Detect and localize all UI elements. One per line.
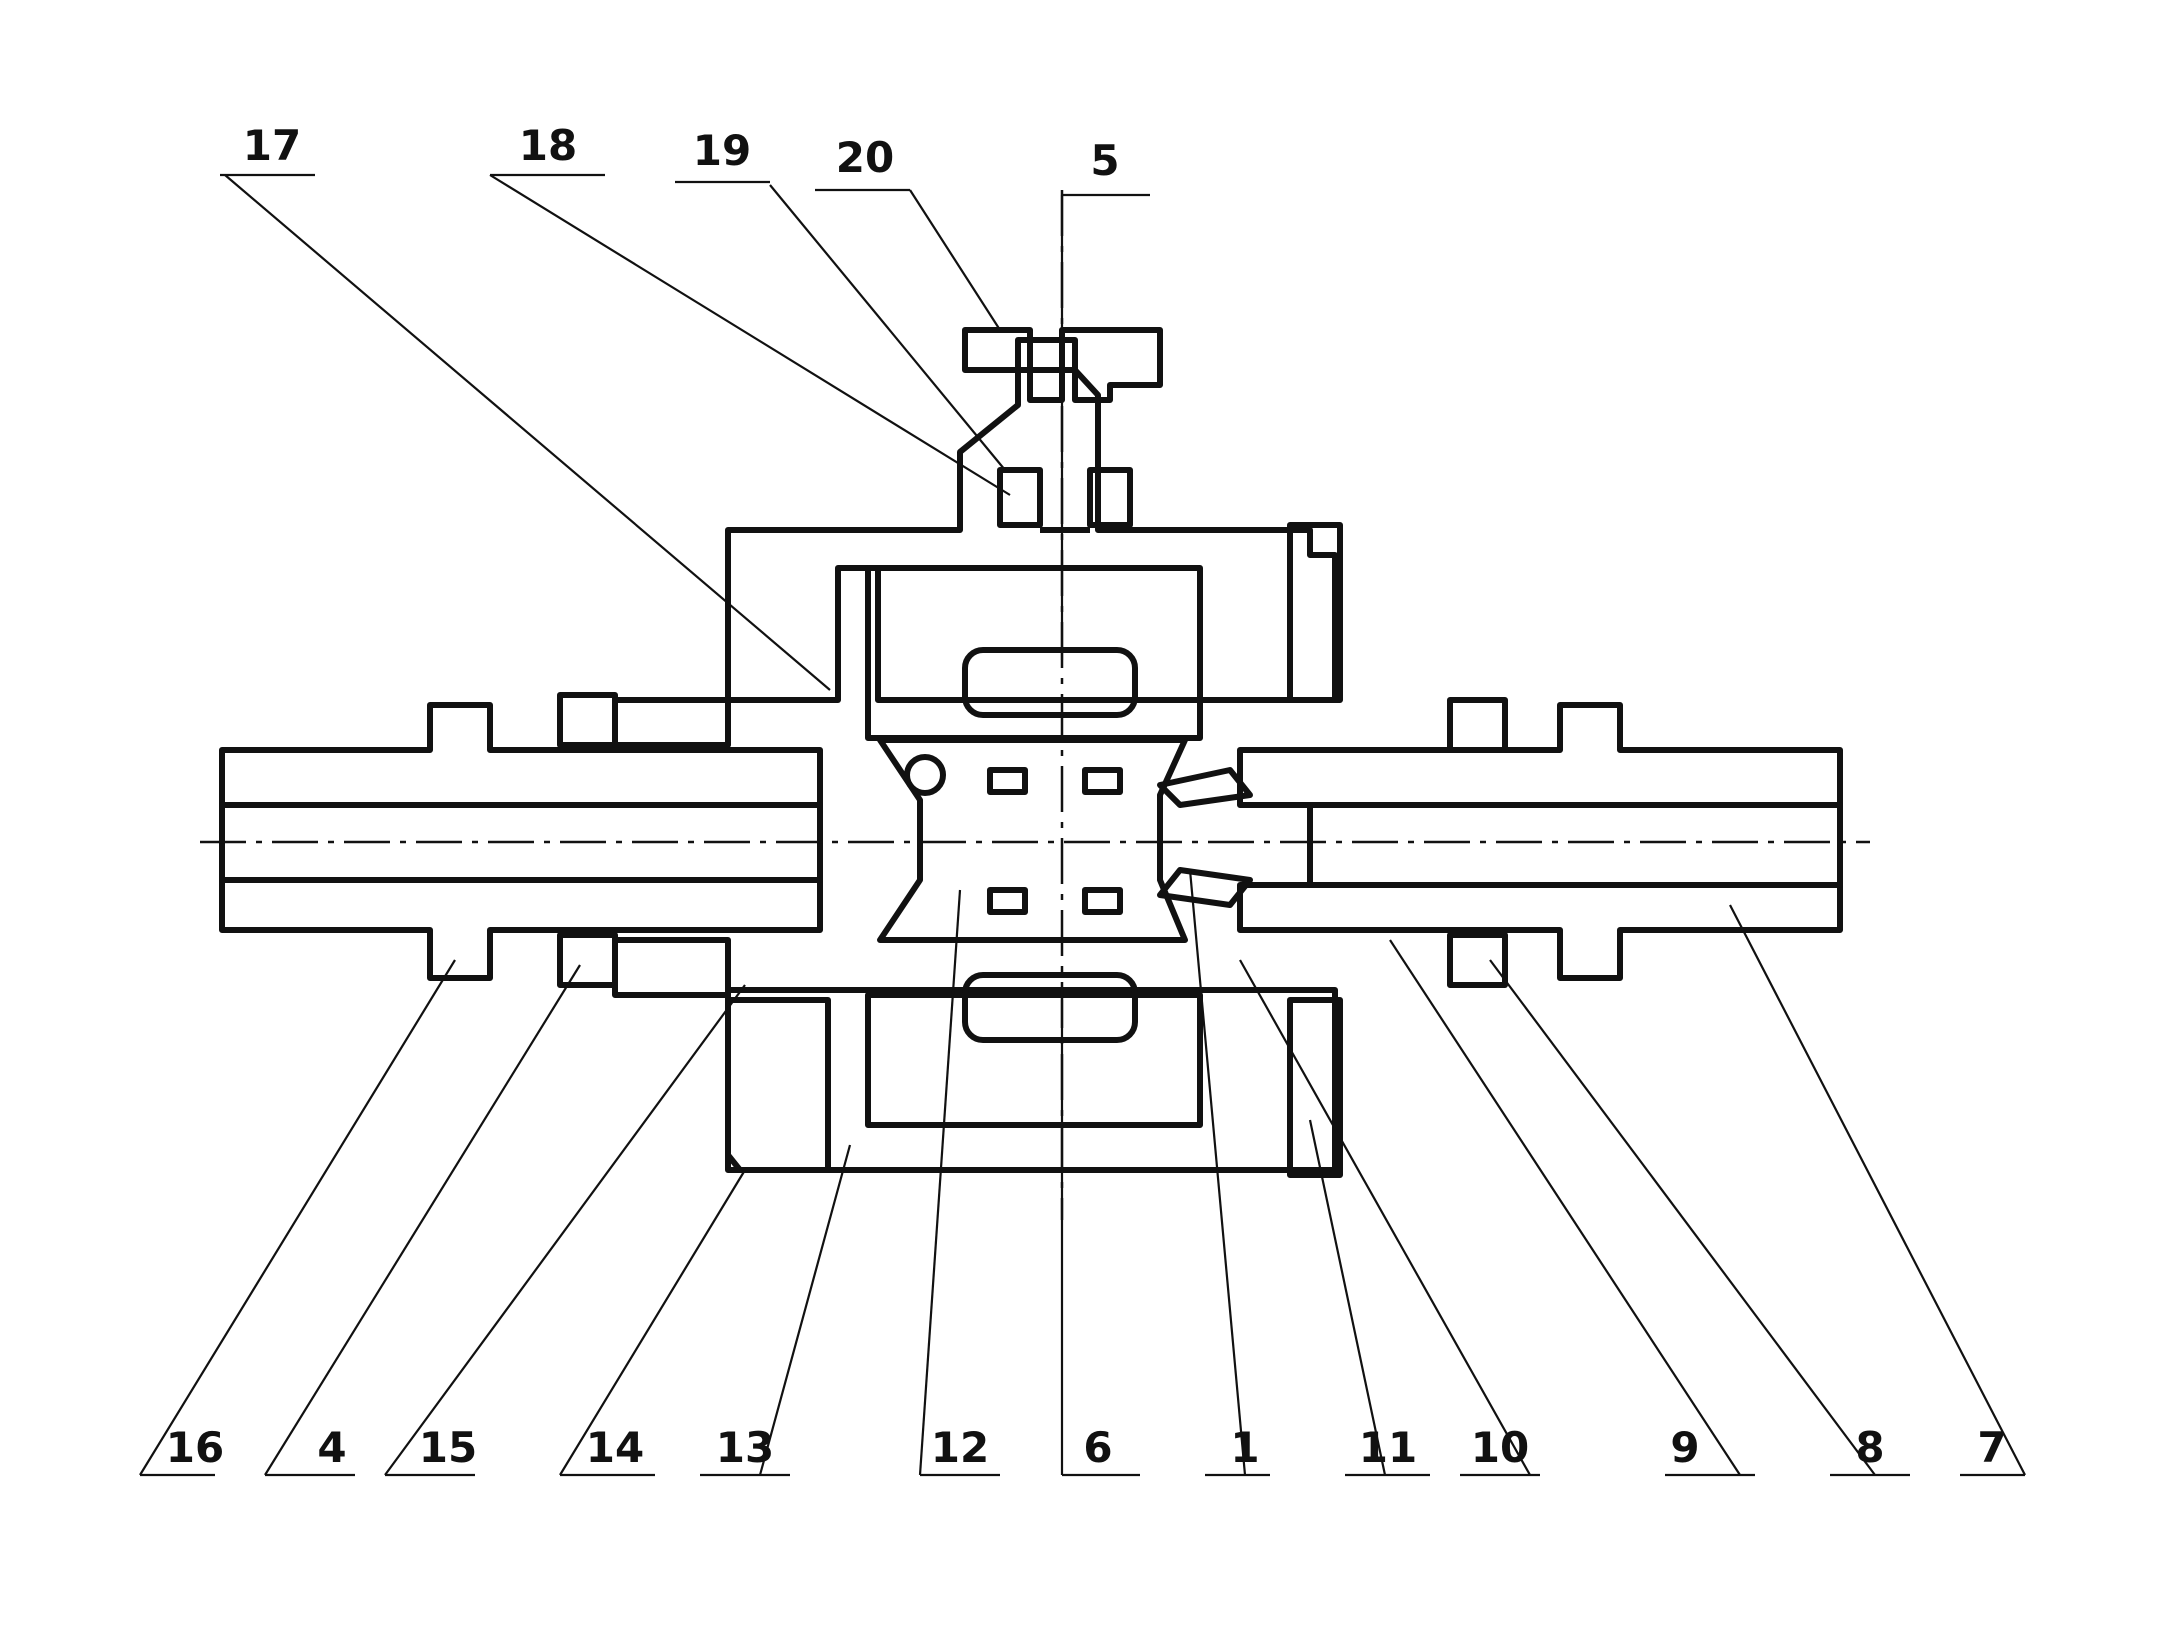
label-15: 15 <box>419 1423 477 1472</box>
label-7: 7 <box>1977 1423 2006 1472</box>
right-pipe-connector <box>1237 697 1843 988</box>
label-6: 6 <box>1083 1423 1112 1472</box>
label-14: 14 <box>586 1423 644 1472</box>
rotor-assembly <box>877 647 1253 1043</box>
label-8: 8 <box>1855 1423 1884 1472</box>
label-13: 13 <box>716 1423 774 1472</box>
label-20: 20 <box>836 133 894 182</box>
label-18: 18 <box>519 121 577 170</box>
left-pipe-connector <box>219 692 823 998</box>
top-cap-nut <box>962 327 1163 533</box>
label-11: 11 <box>1359 1423 1417 1472</box>
label-17: 17 <box>243 121 301 170</box>
leader-lines <box>139 174 2026 1476</box>
label-4: 4 <box>317 1423 346 1472</box>
label-5: 5 <box>1090 136 1119 185</box>
label-9: 9 <box>1670 1423 1699 1472</box>
label-16: 16 <box>166 1423 224 1472</box>
label-1: 1 <box>1230 1423 1259 1472</box>
label-12: 12 <box>931 1423 989 1472</box>
label-10: 10 <box>1471 1423 1529 1472</box>
top-labels: 17 18 19 20 5 <box>243 121 1120 185</box>
label-underlines <box>140 173 2025 1477</box>
bottom-labels: 16 4 15 14 13 12 6 1 11 10 9 8 7 <box>166 1423 2007 1472</box>
label-19: 19 <box>693 126 751 175</box>
